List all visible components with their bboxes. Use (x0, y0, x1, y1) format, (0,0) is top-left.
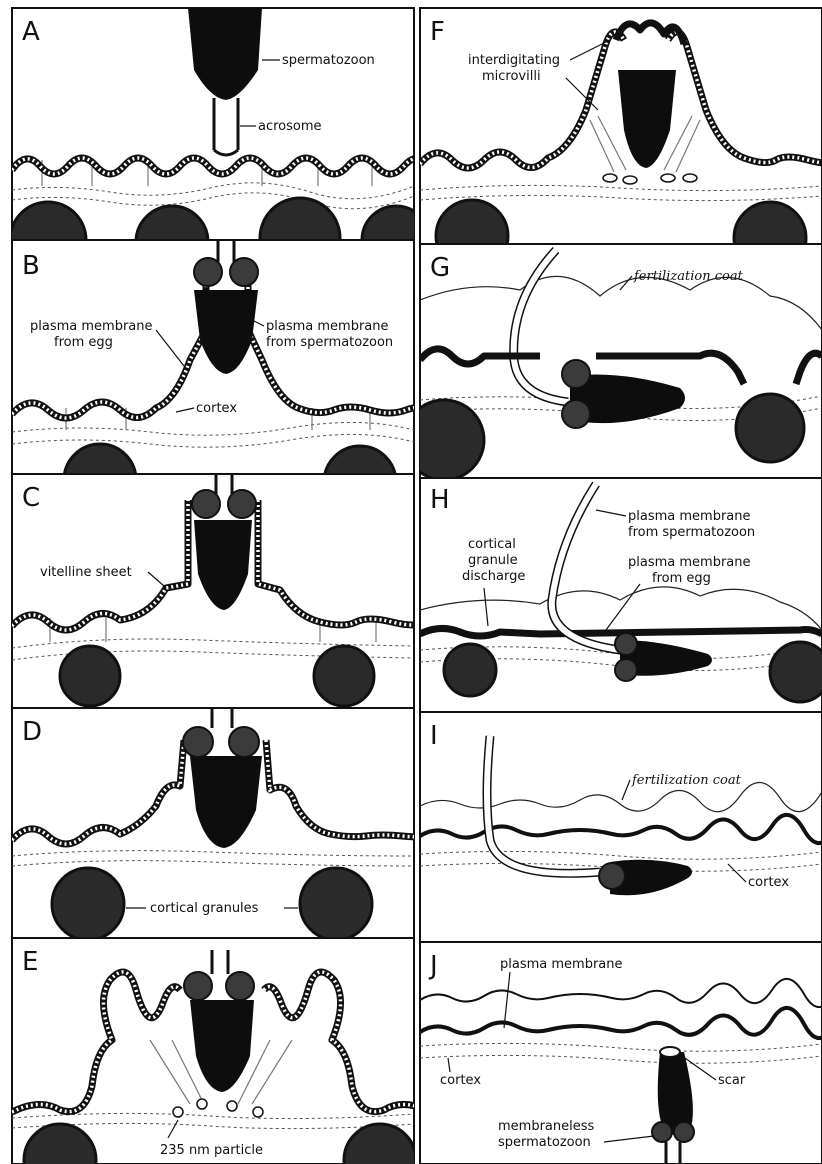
label-vitelline-sheet: vitelline sheet (40, 565, 132, 580)
panel-d: D cortical granules (12, 708, 440, 940)
label-plasma-membrane-egg-2: from egg (54, 335, 113, 350)
label-cortical-granules: cortical granules (150, 901, 259, 916)
label-discharge: discharge (462, 569, 525, 584)
panel-letter-f: F (430, 17, 445, 47)
label-plasma-membrane-sperm-h2: from spermatozoon (628, 525, 755, 540)
label-cortex-j: cortex (440, 1073, 481, 1088)
label-plasma-membrane-egg-h1: plasma membrane (628, 555, 751, 570)
panel-letter-d: D (22, 717, 42, 747)
panel-h: H cortical granule discharge plasma memb… (420, 478, 822, 712)
label-plasma-membrane-egg-h2: from egg (652, 571, 711, 586)
panel-c: C vitelline sheet (12, 474, 430, 708)
label-plasma-membrane-egg-1: plasma membrane (30, 319, 153, 334)
panel-letter-a: A (22, 17, 40, 47)
label-cortex-i: cortex (748, 875, 789, 890)
label-235nm-particle: 235 nm particle (160, 1143, 263, 1158)
label-granule: granule (468, 553, 518, 568)
panel-letter-h: H (430, 485, 450, 515)
panel-f: F interdigitating microvilli (420, 8, 822, 274)
label-cortex-b: cortex (196, 401, 237, 416)
panel-e: E 235 nm particle (12, 938, 430, 1164)
label-plasma-membrane-sperm-1: plasma membrane (266, 319, 389, 334)
panel-letter-j: J (428, 951, 438, 981)
label-fertilization-coat-g: fertilization coat (633, 269, 744, 284)
label-cortical: cortical (468, 537, 516, 552)
label-plasma-membrane-sperm-h1: plasma membrane (628, 509, 751, 524)
panel-j: J plasma membrane cortex scar membranele… (420, 942, 822, 1164)
label-microvilli: microvilli (482, 69, 541, 84)
label-spermatozoon-j: spermatozoon (498, 1135, 591, 1150)
label-acrosome: acrosome (258, 119, 322, 134)
label-spermatozoon: spermatozoon (282, 53, 375, 68)
panel-letter-c: C (22, 483, 40, 513)
panel-letter-e: E (22, 947, 38, 977)
label-interdigitating: interdigitating (468, 53, 560, 68)
panel-g: G fertilization coat (404, 244, 822, 480)
panel-i: I fertilization coat cortex (420, 712, 822, 942)
panel-a: A spermatozoon acrosome (10, 8, 432, 278)
label-plasma-membrane-j: plasma membrane (500, 957, 623, 972)
panel-letter-b: B (22, 251, 40, 281)
label-membraneless: membraneless (498, 1119, 595, 1134)
label-fertilization-coat-i: fertilization coat (631, 773, 742, 788)
label-scar: scar (718, 1073, 746, 1088)
panel-letter-g: G (430, 253, 450, 283)
label-plasma-membrane-sperm-2: from spermatozoon (266, 335, 393, 350)
panel-letter-i: I (430, 721, 438, 751)
